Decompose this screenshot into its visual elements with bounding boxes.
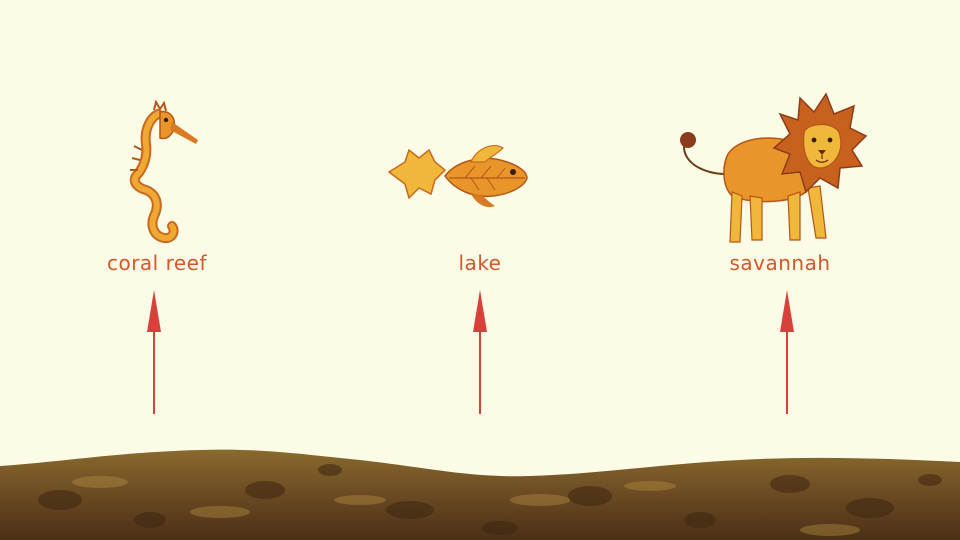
seahorse-icon	[129, 100, 198, 244]
arrow-up-icon	[780, 290, 794, 414]
habitat-label-coral-reef: coral reef	[106, 251, 208, 275]
fish-icon	[387, 145, 528, 208]
arrow-up-icon	[473, 290, 487, 414]
arrow-up-icon	[147, 290, 161, 414]
habitat-label-lake: lake	[458, 251, 502, 275]
lion-icon	[680, 92, 868, 243]
habitat-label-savannah: savannah	[729, 251, 831, 275]
